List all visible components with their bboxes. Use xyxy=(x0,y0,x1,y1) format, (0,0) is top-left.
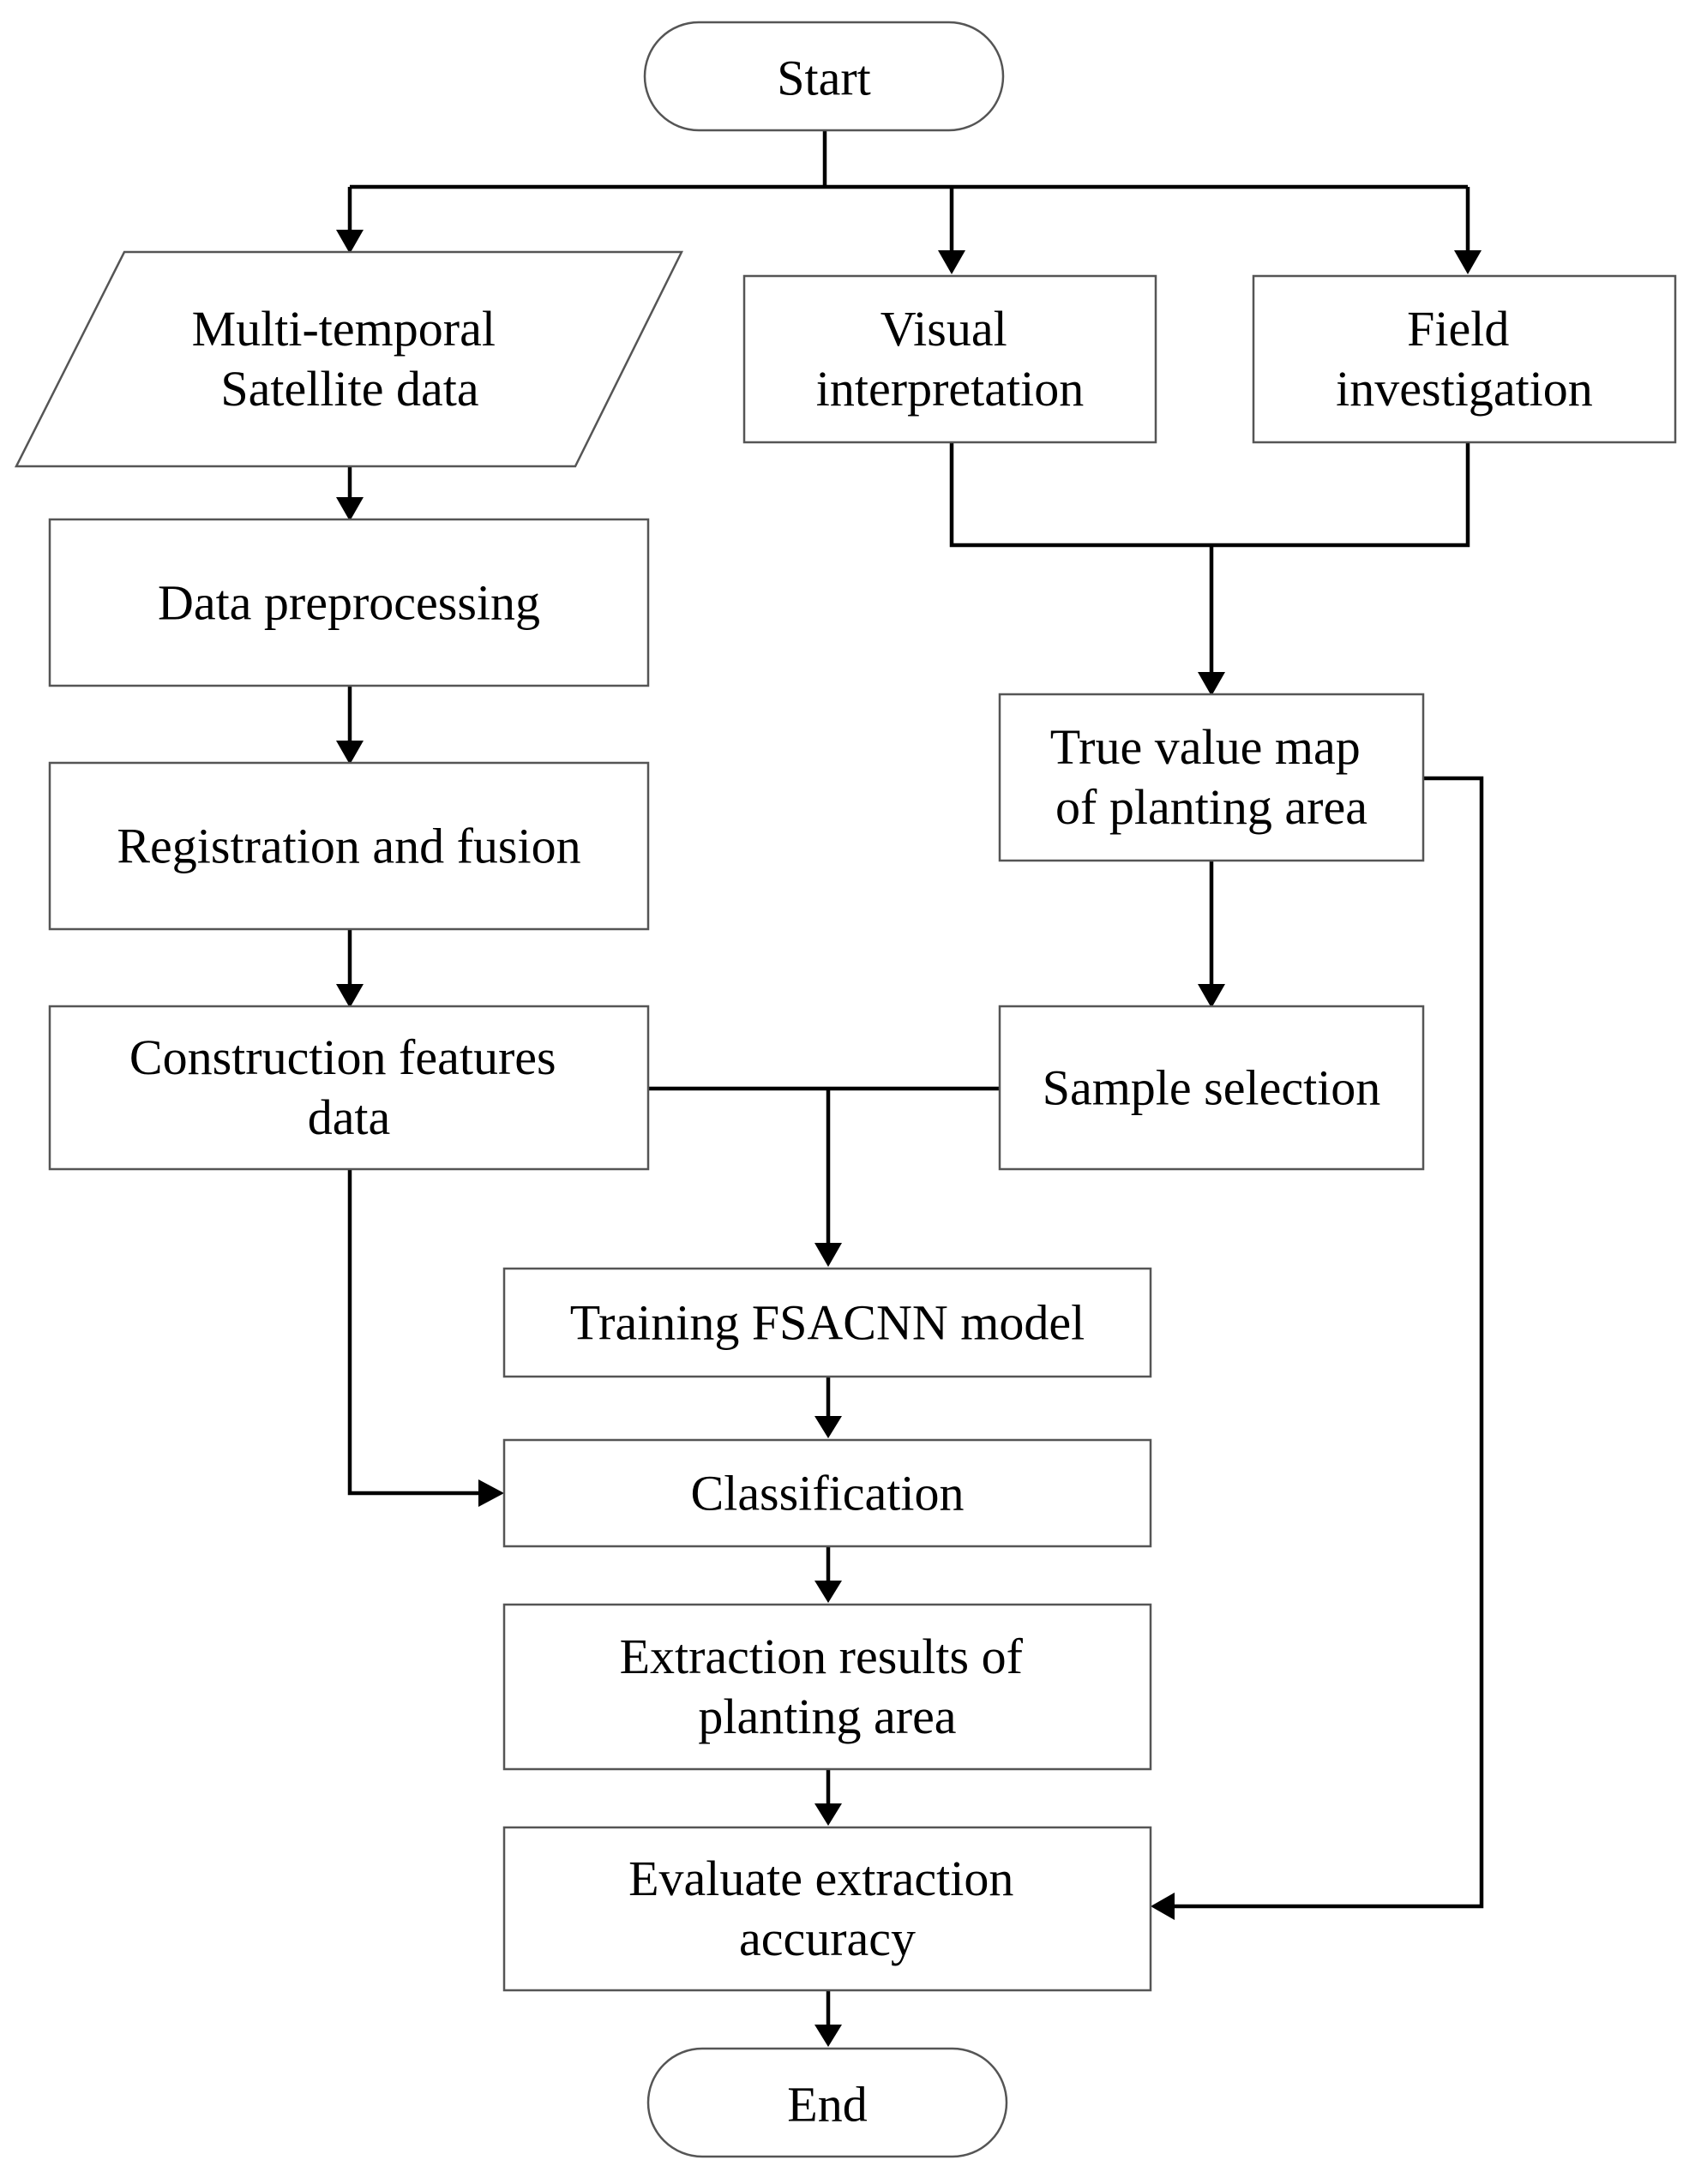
satellite-data-shape xyxy=(14,250,684,468)
end-shape xyxy=(646,2047,1008,2158)
visual-interpretation-label: Visual interpretation xyxy=(816,301,1084,417)
arrowhead xyxy=(938,250,965,274)
field-investigation-node: Field investigation xyxy=(1252,274,1677,444)
training-model-node: Training FSACNN model xyxy=(502,1267,1152,1378)
satellite-data-label-line1: Multi-temporal xyxy=(192,301,496,357)
visual-interpretation-shape xyxy=(742,274,1157,444)
field-investigation-label-line2: investigation xyxy=(1336,361,1593,417)
start-terminal: Start xyxy=(643,21,1005,132)
arrowhead xyxy=(336,984,364,1008)
arrowhead xyxy=(1198,984,1225,1008)
construction-features-node: Construction features data xyxy=(48,1005,650,1171)
construction-features-label-line1: Construction features xyxy=(129,1029,556,1085)
evaluate-accuracy-label-line2: accuracy xyxy=(739,1911,916,1966)
training-model-label: Training FSACNN model xyxy=(570,1295,1085,1351)
classification-node: Classification xyxy=(502,1438,1152,1548)
construction-features-label: Construction features data xyxy=(129,1029,568,1145)
satellite-data-label: Multi-temporal Satellite data xyxy=(192,301,508,417)
registration-fusion-label: Registration and fusion xyxy=(117,819,580,874)
extraction-results-shape xyxy=(502,1603,1152,1771)
data-preprocessing-node: Data preprocessing xyxy=(48,518,650,687)
true-value-map-label-line1: True value map xyxy=(1050,719,1361,775)
satellite-data-node: Multi-temporal Satellite data xyxy=(14,250,684,468)
arrowhead xyxy=(336,741,364,765)
true-value-map-shape xyxy=(998,693,1425,862)
arrowhead xyxy=(814,2025,842,2047)
data-preprocessing-shape xyxy=(48,518,650,687)
true-value-map-label: True value map of planting area xyxy=(1050,719,1373,835)
visual-interpretation-label-line1: Visual xyxy=(881,301,1007,357)
satellite-data-label-line2: Satellite data xyxy=(220,361,478,417)
registration-fusion-shape xyxy=(48,761,650,931)
arrowhead xyxy=(1198,672,1225,696)
connector-truevalue-evaluate xyxy=(1171,776,1484,1909)
extraction-results-label: Extraction results of planting area xyxy=(620,1629,1036,1744)
training-model-shape xyxy=(502,1267,1152,1378)
end-label: End xyxy=(787,2077,867,2133)
evaluate-accuracy-label-line1: Evaluate extraction xyxy=(628,1851,1013,1906)
end-terminal: End xyxy=(646,2047,1008,2158)
arrowhead xyxy=(1454,250,1482,274)
construction-features-shape xyxy=(48,1005,650,1171)
classification-label: Classification xyxy=(691,1466,965,1521)
arrowhead xyxy=(814,1581,842,1603)
arrowhead xyxy=(336,497,364,521)
registration-fusion-node: Registration and fusion xyxy=(48,761,650,931)
start-label: Start xyxy=(777,51,871,106)
construction-features-label-line2: data xyxy=(308,1089,391,1145)
arrowhead xyxy=(1151,1893,1175,1920)
connectors xyxy=(336,130,1484,2047)
field-investigation-label: Field investigation xyxy=(1336,301,1593,417)
field-investigation-label-line1: Field xyxy=(1407,301,1509,357)
arrowhead xyxy=(478,1479,504,1507)
extraction-results-node: Extraction results of planting area xyxy=(502,1603,1152,1771)
connector-visual-merge xyxy=(949,442,1470,548)
arrowhead xyxy=(814,1243,842,1267)
arrowhead xyxy=(336,230,364,254)
true-value-map-label-line2: of planting area xyxy=(1055,779,1367,835)
true-value-map-node: True value map of planting area xyxy=(998,693,1425,862)
evaluate-accuracy-node: Evaluate extraction accuracy xyxy=(502,1826,1152,1992)
classification-shape xyxy=(502,1438,1152,1548)
visual-interpretation-label-line2: interpretation xyxy=(816,361,1084,417)
sample-selection-label: Sample selection xyxy=(1043,1060,1381,1116)
arrowhead xyxy=(814,1416,842,1438)
extraction-results-label-line1: Extraction results of xyxy=(620,1629,1024,1684)
data-preprocessing-label: Data preprocessing xyxy=(158,575,540,631)
arrowhead xyxy=(814,1803,842,1826)
evaluate-accuracy-label: Evaluate extraction accuracy xyxy=(628,1851,1026,1966)
sample-selection-shape xyxy=(998,1005,1425,1171)
field-investigation-shape xyxy=(1252,274,1677,444)
connector-features-classification xyxy=(347,1169,482,1496)
extraction-results-label-line2: planting area xyxy=(698,1689,956,1744)
start-shape xyxy=(643,21,1005,132)
visual-interpretation-node: Visual interpretation xyxy=(742,274,1157,444)
sample-selection-node: Sample selection xyxy=(998,1005,1425,1171)
evaluate-accuracy-shape xyxy=(502,1826,1152,1992)
